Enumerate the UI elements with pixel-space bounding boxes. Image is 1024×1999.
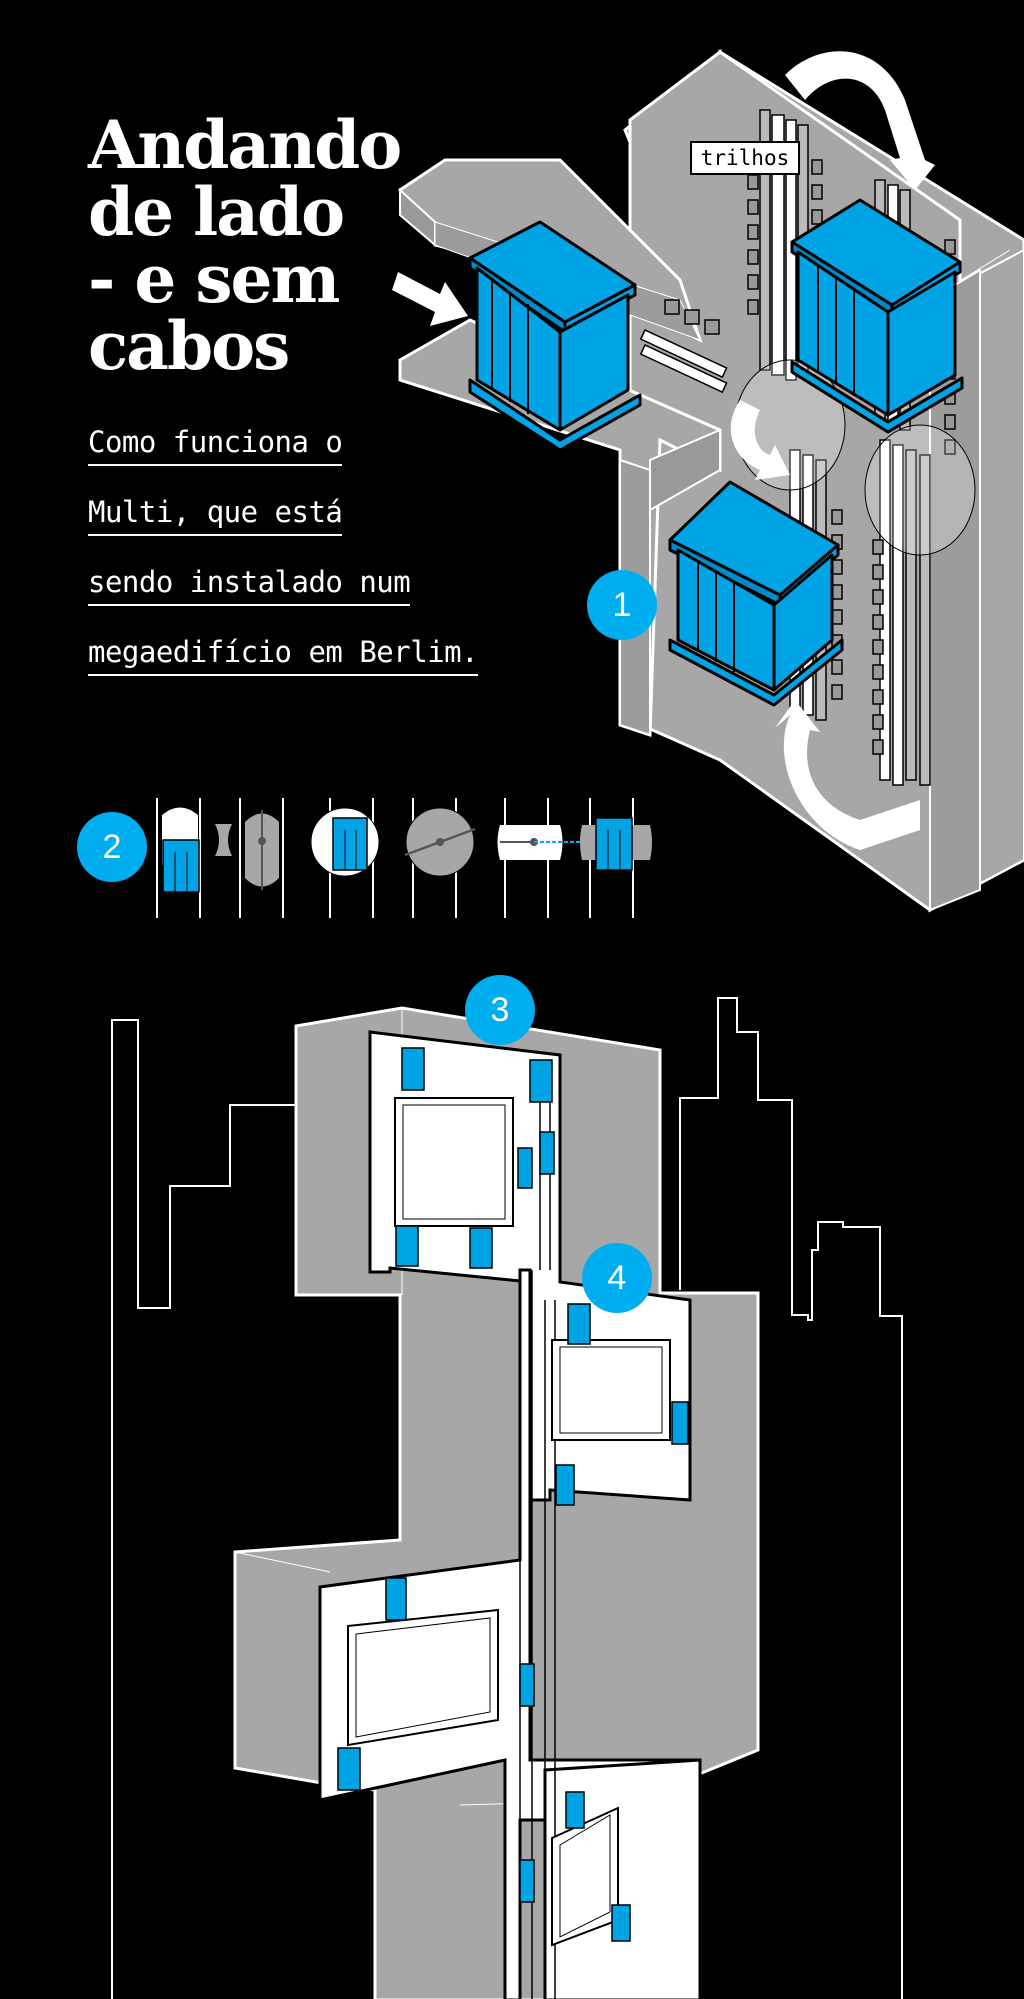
cabin-2 — [790, 198, 964, 434]
arrow-left-icon — [392, 272, 468, 326]
subheadline: Como funciona o Multi, que está sendo in… — [88, 412, 479, 692]
movement-arrows — [392, 51, 935, 850]
cabin-1 — [468, 220, 642, 452]
headline-line-1: Andando — [88, 106, 402, 184]
arrow-top-icon — [785, 51, 935, 190]
headline: Andando de lado - e sem cabos — [88, 112, 428, 380]
subhead-line-2: Multi, que está — [88, 490, 343, 536]
step-2-diagram — [156, 798, 652, 918]
step-badge-3: 3 — [465, 975, 535, 1045]
linear-motors — [337, 1047, 689, 1942]
step-badge-4: 4 — [582, 1243, 652, 1313]
skyline-outlines — [111, 997, 903, 1999]
subhead-line-3: sendo instalado num — [88, 560, 411, 606]
arrow-bottom-icon — [775, 700, 920, 850]
subhead-line-1: Como funciona o — [88, 420, 343, 466]
arrow-middle-icon — [730, 400, 790, 480]
headline-line-2: de lado — [88, 173, 345, 251]
step-badge-1: 1 — [587, 570, 657, 640]
cabins-plan-view — [347, 1097, 671, 1947]
rails-label: trilhos — [690, 141, 800, 175]
cabin-3 — [668, 480, 844, 707]
subhead-line-4: megaedifício em Berlim. — [88, 630, 479, 676]
headline-line-4: cabos — [88, 307, 290, 385]
headline-line-3: - e sem — [88, 240, 340, 318]
step-badge-2: 2 — [77, 812, 147, 882]
